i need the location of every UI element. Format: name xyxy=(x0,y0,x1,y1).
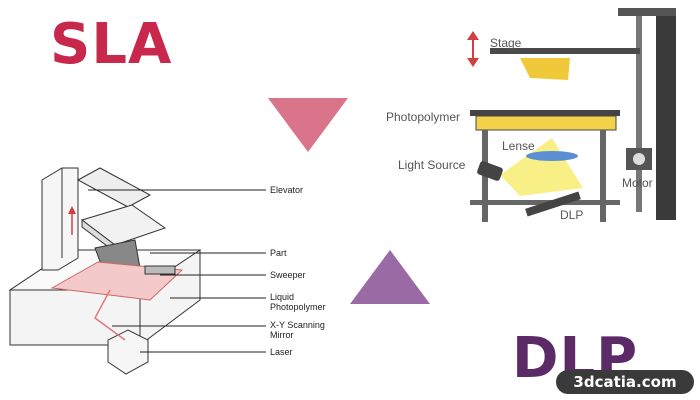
label-elevator: Elevator xyxy=(270,185,304,195)
label-motor: Motor xyxy=(622,176,653,190)
label-lense: Lense xyxy=(502,139,535,153)
watermark-badge: 3dcatia.com xyxy=(556,370,694,394)
up-triangle-icon xyxy=(350,250,430,304)
dlp-machine xyxy=(467,8,676,222)
label-stage: Stage xyxy=(490,36,522,50)
label-liquid-photopolymer: Liquid Photopolymer xyxy=(270,292,326,312)
sla-machine xyxy=(8,167,202,375)
label-light-source: Light Source xyxy=(398,158,466,172)
label-sweeper: Sweeper xyxy=(270,270,306,280)
down-triangle-icon xyxy=(268,98,348,152)
label-dlp: DLP xyxy=(560,208,584,222)
label-part: Part xyxy=(270,248,287,258)
label-laser: Laser xyxy=(270,347,293,357)
sla-title: SLA xyxy=(50,12,173,77)
label-photopolymer: Photopolymer xyxy=(386,110,461,124)
label-xy-scanning-mirror: X-Y Scanning Mirror xyxy=(270,320,325,340)
sla-leader-lines xyxy=(88,189,266,353)
